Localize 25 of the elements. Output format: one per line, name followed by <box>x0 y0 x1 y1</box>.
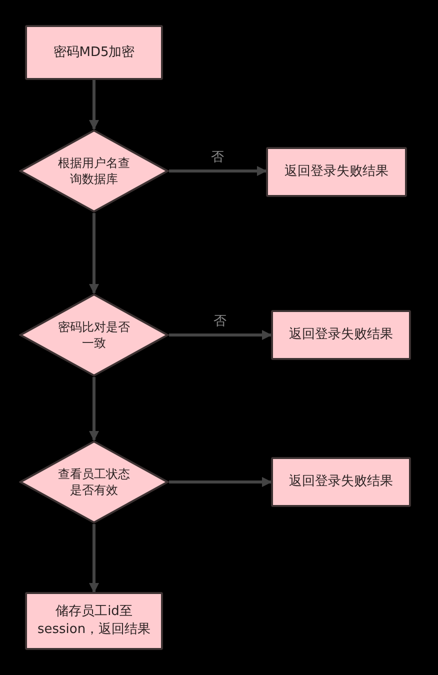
arrow <box>169 330 272 340</box>
edge-label: 否 <box>212 312 228 330</box>
arrow <box>89 524 99 593</box>
decision-diamond <box>19 293 169 377</box>
decision-diamond <box>19 129 169 213</box>
arrow <box>169 166 267 176</box>
arrow <box>169 477 272 487</box>
decision-text: 查看员工状态是否有效 <box>57 466 131 498</box>
process-box <box>271 310 411 360</box>
process-box <box>271 457 411 507</box>
process-text: 返回登录失败结果 <box>289 326 393 344</box>
process-box <box>25 25 163 80</box>
process-text: 返回登录失败结果 <box>289 473 393 491</box>
decision-diamond <box>19 440 169 524</box>
process-box <box>266 147 407 197</box>
arrow <box>89 377 99 441</box>
decision-text: 根据用户名查询数据库 <box>57 154 131 188</box>
process-text: 返回登录失败结果 <box>284 163 388 181</box>
process-text: 储存员工id至session，返回结果 <box>36 603 152 639</box>
process-box <box>25 592 163 650</box>
arrow <box>89 213 99 294</box>
arrow <box>89 80 99 130</box>
decision-text: 密码比对是否一致 <box>57 318 131 352</box>
process-text: 密码MD5加密 <box>53 44 135 62</box>
edge-label: 否 <box>209 148 226 166</box>
